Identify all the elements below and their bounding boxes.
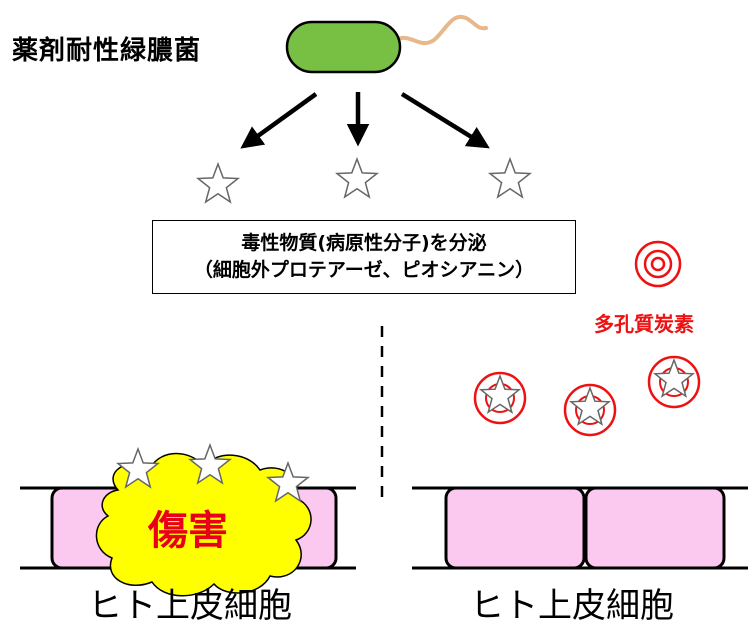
toxin-star-2 — [334, 156, 380, 199]
porous-carbon-symbol — [634, 240, 682, 288]
secretion-line-1: 毒性物質(病原性分子)を分泌 — [241, 232, 487, 254]
damage-star-3 — [265, 460, 311, 503]
right-epithelium — [412, 486, 748, 570]
adsorbed-star-2 — [568, 385, 612, 426]
bacteria-label: 薬剤耐性緑膿菌 — [12, 36, 202, 66]
damage-label: 傷害 — [148, 508, 228, 554]
toxin-stars-damage — [115, 442, 311, 503]
epithelial-cell-label-left: ヒト上皮細胞 — [88, 586, 292, 626]
damage-star-2 — [187, 442, 233, 485]
toxin-star-1 — [195, 161, 241, 204]
epithelial-cell-label-right: ヒト上皮細胞 — [470, 586, 674, 626]
adsorbed-toxins — [473, 355, 701, 437]
flagellum — [394, 14, 488, 46]
right-cell-2 — [584, 486, 726, 570]
arrow-right — [400, 92, 490, 149]
secretion-line-2: （細胞外プロテアーゼ、ピオシアニン） — [193, 259, 535, 281]
carbon-particle-2 — [563, 383, 617, 437]
porous-carbon-label: 多孔質炭素 — [594, 312, 694, 336]
arrow-left — [240, 92, 318, 149]
bacterium-body — [285, 20, 402, 74]
adsorbed-star-3 — [652, 357, 696, 398]
carbon-particle-1 — [473, 371, 527, 425]
secretion-box: 毒性物質(病原性分子)を分泌 （細胞外プロテアーゼ、ピオシアニン） — [152, 220, 576, 294]
toxin-star-3 — [487, 156, 533, 199]
adsorbed-star-1 — [478, 373, 522, 414]
right-cell-1 — [444, 486, 586, 570]
carbon-particle-3 — [647, 355, 701, 409]
damage-star-1 — [115, 446, 161, 489]
left-epithelium — [20, 452, 356, 597]
toxin-stars-top — [195, 156, 533, 204]
